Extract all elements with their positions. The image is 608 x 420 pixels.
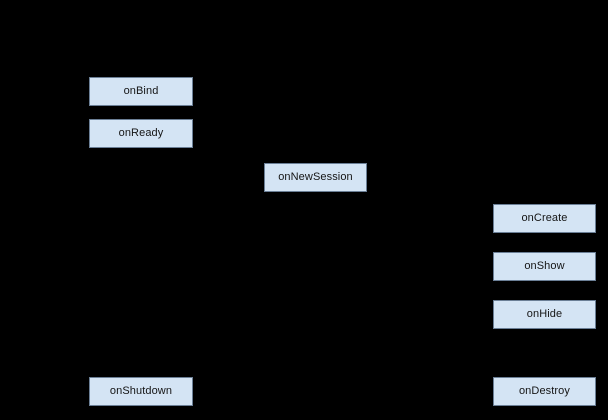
node-on-show-label: onShow xyxy=(524,260,565,272)
node-on-bind-label: onBind xyxy=(123,85,159,97)
node-on-shutdown-label: onShutdown xyxy=(109,385,173,397)
node-on-ready[interactable]: onReady xyxy=(89,119,193,148)
node-on-ready-label: onReady xyxy=(118,127,164,139)
node-on-bind[interactable]: onBind xyxy=(89,77,193,106)
node-on-create-label: onCreate xyxy=(521,212,568,224)
node-on-destroy-label: onDestroy xyxy=(518,385,571,397)
node-on-shutdown[interactable]: onShutdown xyxy=(89,377,193,406)
node-on-new-session-label: onNewSession xyxy=(278,171,353,183)
node-on-hide-label: onHide xyxy=(526,308,563,320)
node-on-hide[interactable]: onHide xyxy=(493,300,596,329)
node-on-new-session[interactable]: onNewSession xyxy=(264,163,367,192)
node-on-show[interactable]: onShow xyxy=(493,252,596,281)
node-on-create[interactable]: onCreate xyxy=(493,204,596,233)
node-on-destroy[interactable]: onDestroy xyxy=(493,377,596,406)
